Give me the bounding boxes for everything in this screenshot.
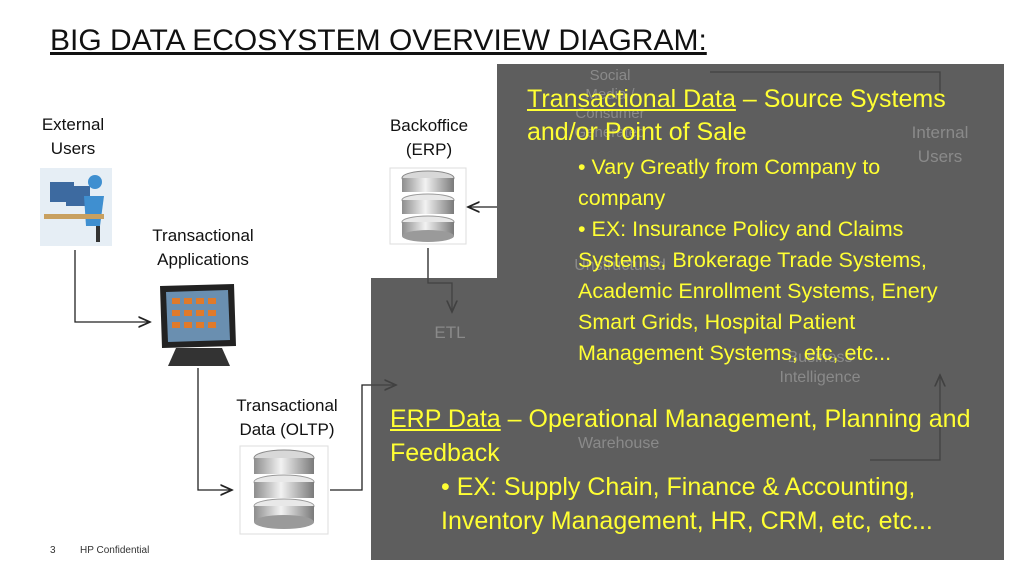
erp-data-list: • EX: Supply Chain, Finance & Accounting… [441, 470, 1001, 538]
internal-users-label: Internal Users [911, 123, 969, 166]
page-title: BIG DATA ECOSYSTEM OVERVIEW DIAGRAM: [50, 24, 707, 57]
confidential-label: HP Confidential [80, 545, 150, 556]
list-item: • EX: Supply Chain, Finance & Accounting… [441, 473, 933, 535]
connector-apps-to-oltp [197, 368, 232, 490]
etl-label: ETL [434, 323, 466, 342]
transactional-overlay-box [497, 64, 1004, 278]
connector-users-to-apps [74, 250, 150, 322]
oltp-database-icon [239, 445, 329, 535]
social-media-label: Social Media / Consumer Generated [574, 67, 646, 141]
backoffice-label: Backoffice (ERP) [389, 116, 469, 159]
unstructured-label: Unstructured [574, 257, 666, 274]
page-number: 3 [50, 545, 56, 556]
business-intelligence-label: Business Intelligence [779, 349, 861, 386]
erp-data-title: ERP Data [390, 405, 501, 433]
list-item: • EX: Insurance Policy and Claims System… [578, 217, 938, 365]
external-users-icon [40, 168, 112, 246]
warehouse-label: Warehouse [578, 435, 660, 452]
transactional-data-title: Transactional Data [527, 85, 736, 113]
transactional-data-list: • Vary Greatly from Company to company •… [578, 152, 973, 369]
transactional-applications-label: Transactional Applications [152, 226, 254, 269]
transactional-data-heading: Transactional Data – Source Systems and/… [527, 83, 947, 149]
erp-overlay-box [371, 278, 1004, 560]
pos-terminal-icon [160, 284, 236, 366]
erp-data-heading: ERP Data – Operational Management, Plann… [390, 402, 1010, 470]
list-item: • Vary Greatly from Company to company [578, 155, 881, 210]
erp-data-subtitle: – Operational Management, Planning and F… [390, 405, 971, 467]
transactional-data-label: Transactional Data (OLTP) [236, 396, 338, 439]
transactional-data-subtitle: – Source Systems and/or Point of Sale [527, 85, 946, 146]
erp-database-icon [389, 167, 467, 245]
external-users-label: External Users [41, 115, 105, 158]
